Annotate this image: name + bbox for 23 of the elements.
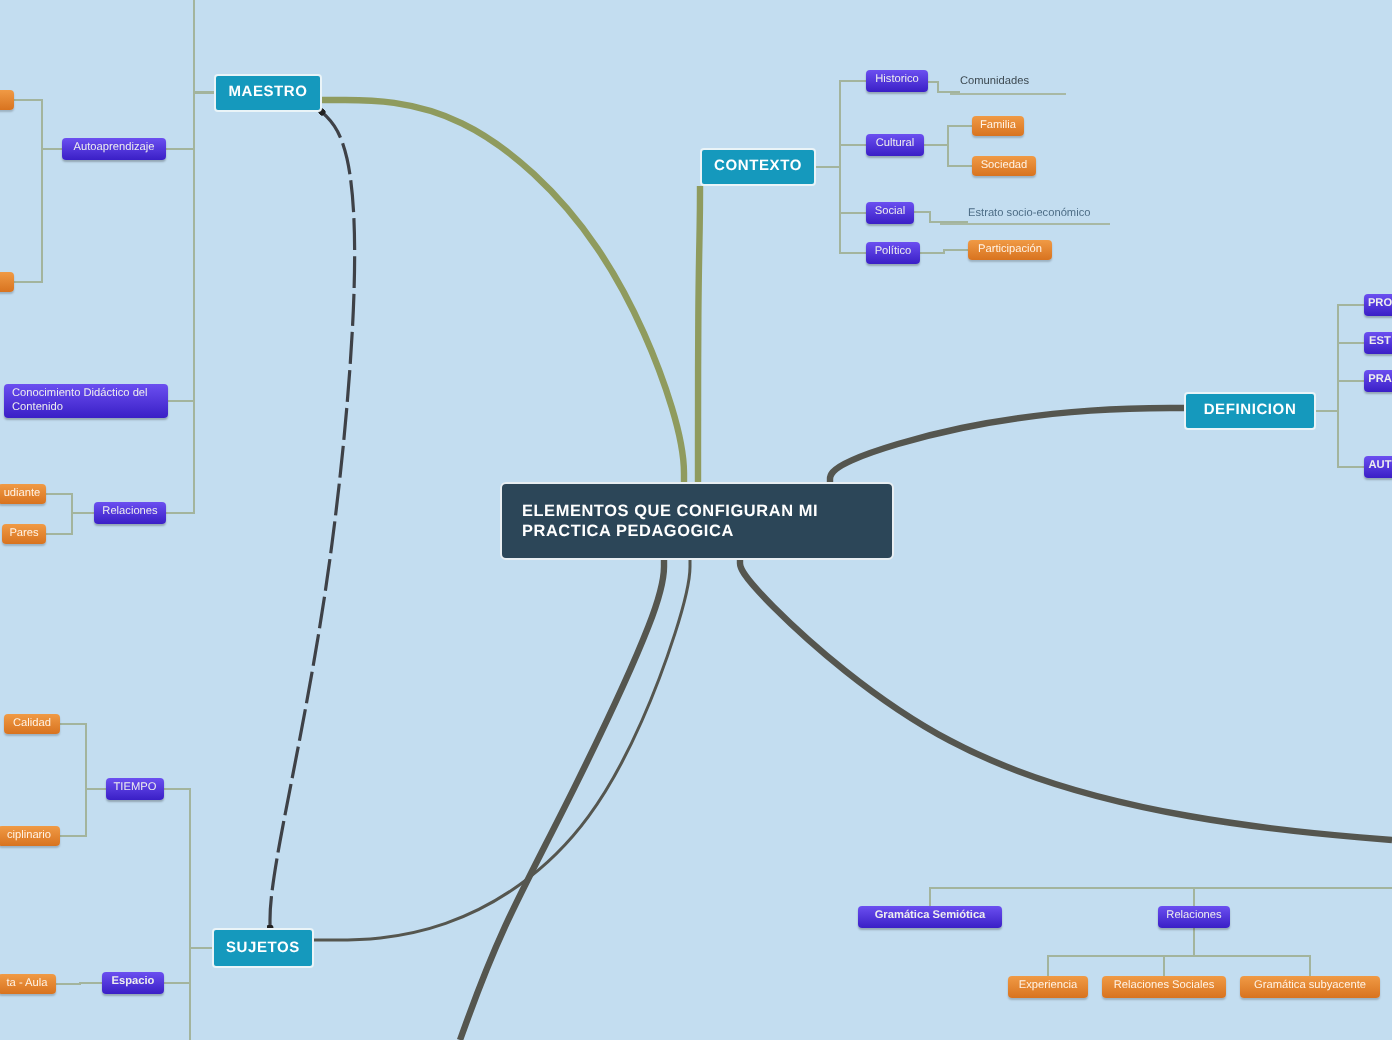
branch-line (923, 144, 973, 167)
branch-line (694, 186, 704, 482)
branch-line (314, 560, 692, 942)
central-topic-box: ELEMENTOS QUE CONFIGURAN MI PRACTICA PEDAGOGICA (500, 482, 894, 560)
branch-line (1193, 927, 1311, 977)
branch-line (815, 166, 867, 254)
branch-line (193, 0, 215, 93)
branch-line (457, 560, 668, 1040)
branch-line (927, 81, 961, 93)
branch-line (919, 249, 969, 254)
branch-line (55, 982, 103, 985)
branch-line (165, 92, 215, 514)
subtopic-box (0, 90, 14, 110)
branch-line (163, 947, 213, 984)
branch-line (1315, 410, 1365, 468)
branch-line (322, 96, 688, 482)
branch-line (59, 788, 107, 837)
branch-line (736, 559, 1392, 844)
branch-line (913, 211, 969, 223)
branch-line (45, 512, 95, 535)
branch-line (1193, 887, 1392, 907)
subtopic-box (0, 272, 14, 292)
dashed-connector (266, 108, 357, 932)
